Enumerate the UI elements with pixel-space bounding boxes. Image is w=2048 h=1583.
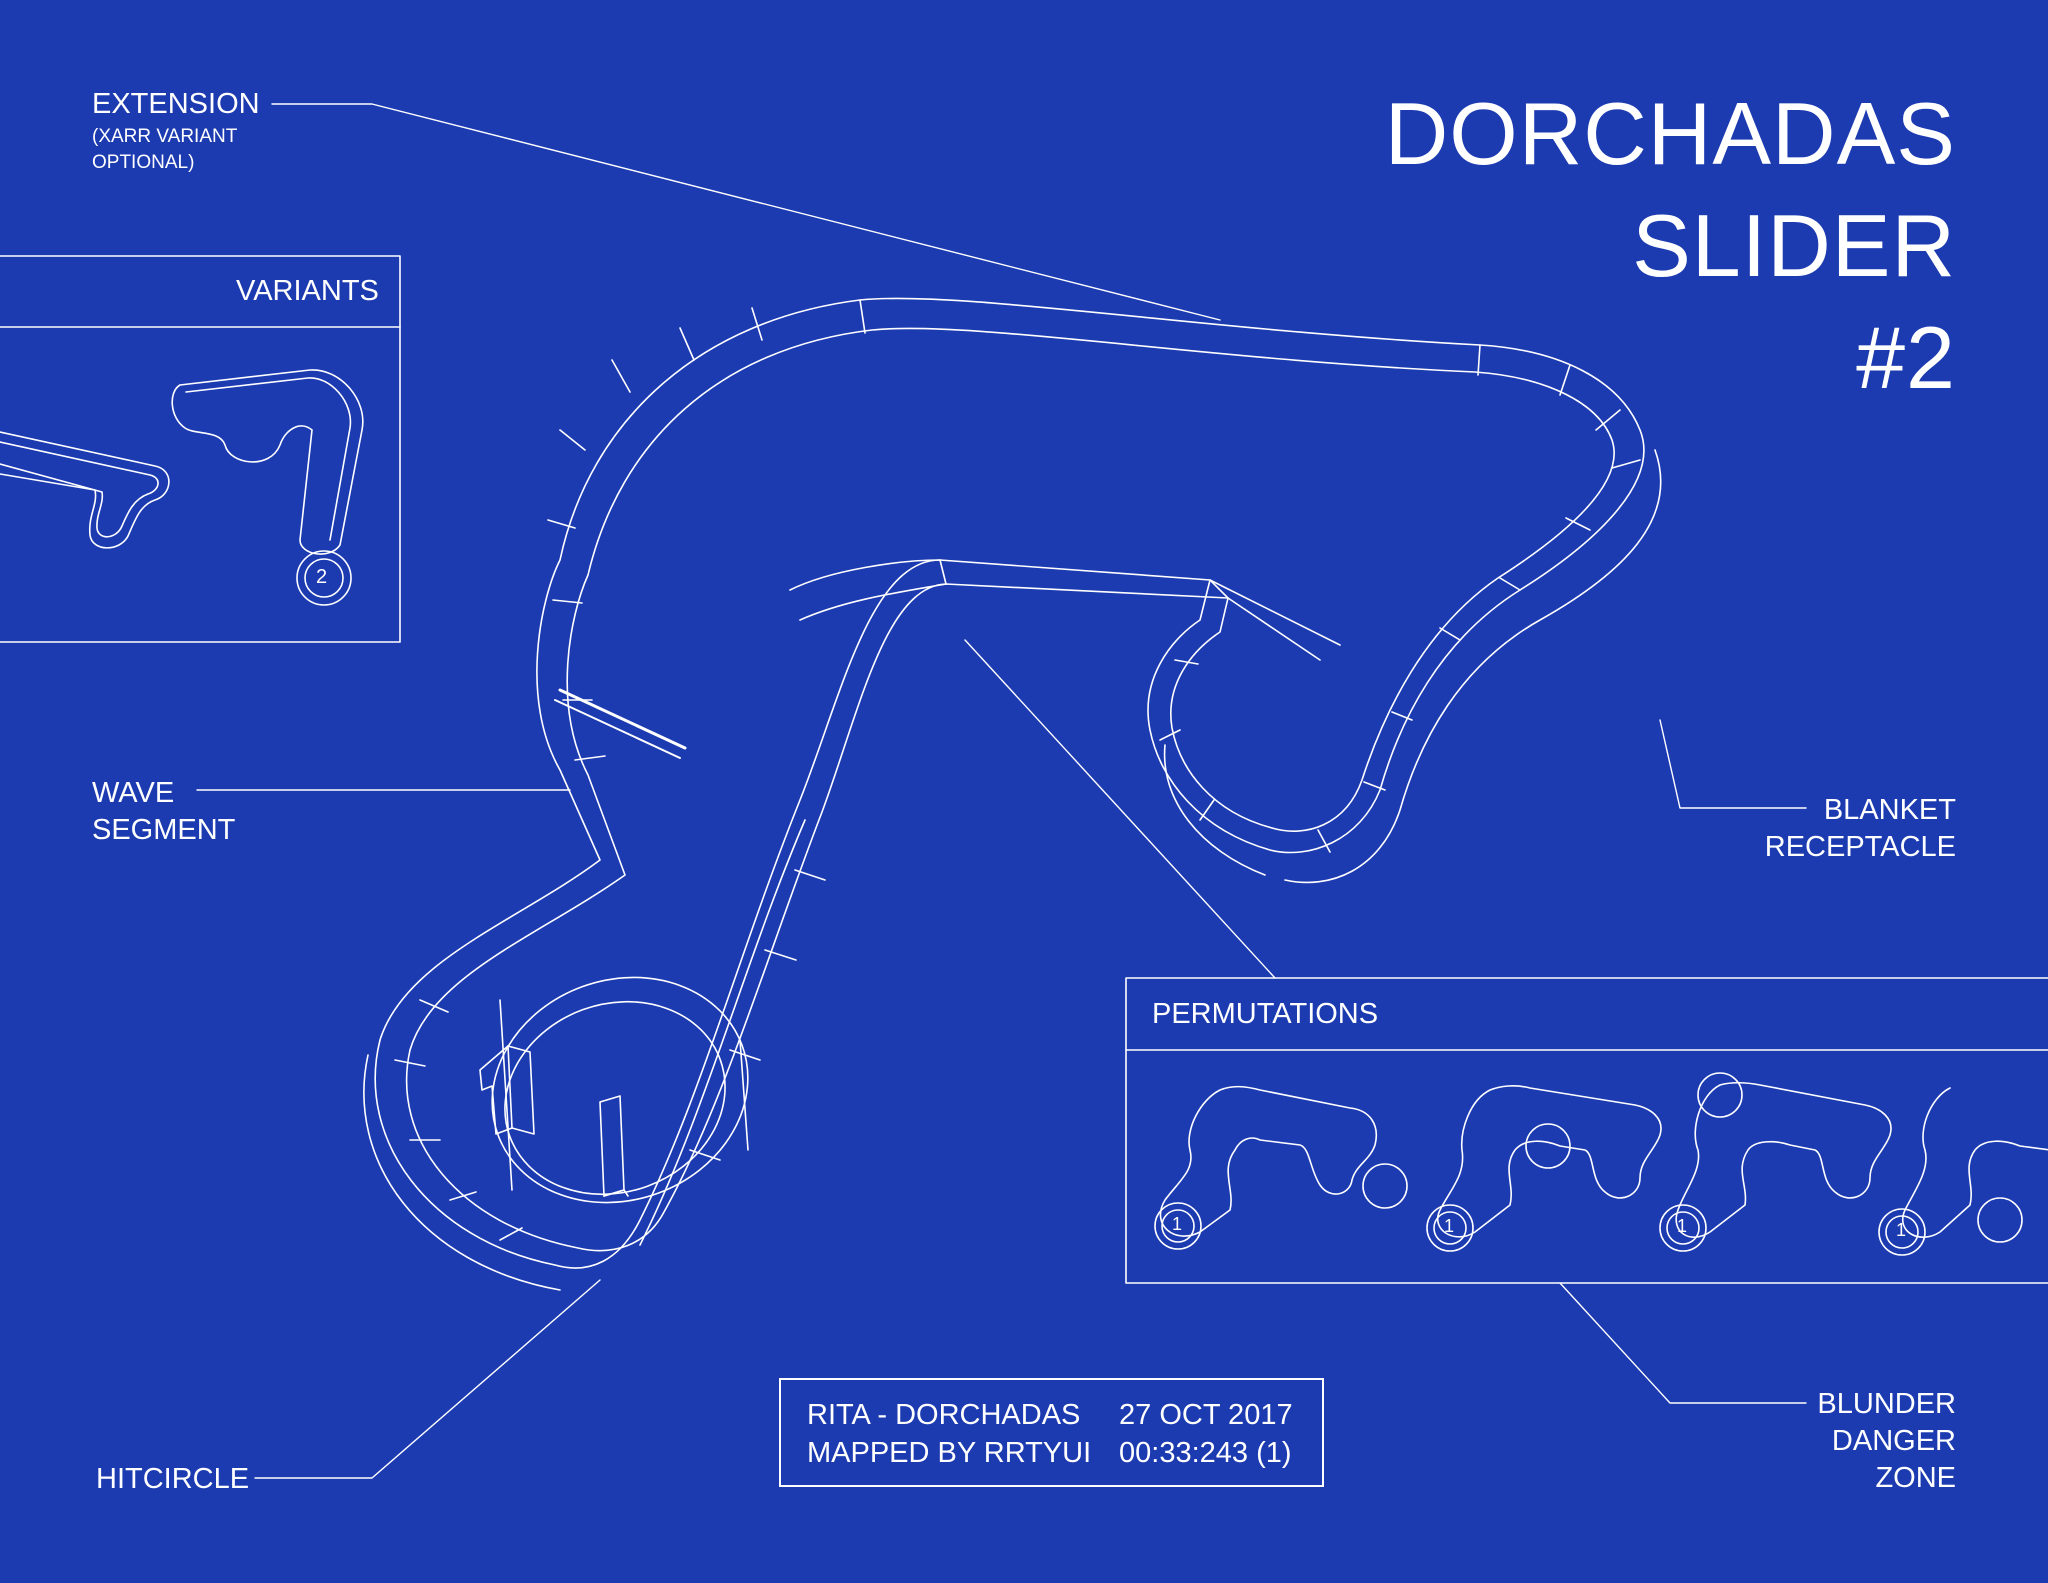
permutation-badge-1: 1: [1172, 1214, 1183, 1234]
info-box: RITA - DORCHADAS MAPPED BY RRTYUI 27 OCT…: [779, 1378, 1324, 1487]
callout-blunder-label-1: BLUNDER: [1817, 1388, 1956, 1420]
permutation-badge-4: 1: [1896, 1220, 1907, 1240]
permutation-shapes: [1154, 1072, 2048, 1256]
info-map-name: RITA - DORCHADAS: [807, 1399, 1081, 1431]
permutation-badge-2: 1: [1444, 1216, 1455, 1236]
title-line-1: DORCHADAS: [1384, 84, 1956, 183]
callout-wave-label-2: SEGMENT: [92, 814, 236, 846]
info-mapper: MAPPED BY RRTYUI: [807, 1437, 1092, 1469]
callout-blunder-label-2: DANGER: [1831, 1425, 1956, 1457]
variants-panel-frame: [0, 255, 401, 643]
variants-panel-title: VARIANTS: [236, 275, 379, 307]
callout-extension-note-2: OPTIONAL): [92, 152, 195, 173]
callout-blanket-label-1: BLANKET: [1823, 794, 1956, 826]
callout-hitcircle-label: HITCIRCLE: [96, 1463, 250, 1495]
callout-wave-label-1: WAVE: [92, 777, 175, 809]
title-line-3: #2: [1856, 308, 1956, 407]
permutation-badge-3: 1: [1677, 1216, 1688, 1236]
info-timestamp: 00:33:243 (1): [1119, 1437, 1292, 1469]
permutations-panel-frame: [1125, 977, 2048, 1284]
hitcircle-cylinder: [491, 976, 749, 1204]
variants-badge-number: 2: [316, 566, 328, 588]
page-title: DORCHADAS SLIDER #2: [1385, 78, 1956, 414]
hitcircle-number-1: [479, 1045, 629, 1197]
callout-blunder-label-3: ZONE: [1875, 1462, 1956, 1494]
variants-slider-shape: [0, 369, 364, 606]
permutations-panel-title: PERMUTATIONS: [1152, 998, 1379, 1030]
callout-leaders: [196, 103, 1807, 1479]
callout-blanket-label-2: RECEPTACLE: [1764, 831, 1956, 863]
info-date: 27 OCT 2017: [1119, 1399, 1293, 1431]
callout-extension-label: EXTENSION: [92, 88, 260, 120]
slider-body: [363, 297, 1662, 1291]
callout-extension-note-1: (XARR VARIANT: [92, 126, 238, 147]
title-line-2: SLIDER: [1632, 196, 1956, 295]
